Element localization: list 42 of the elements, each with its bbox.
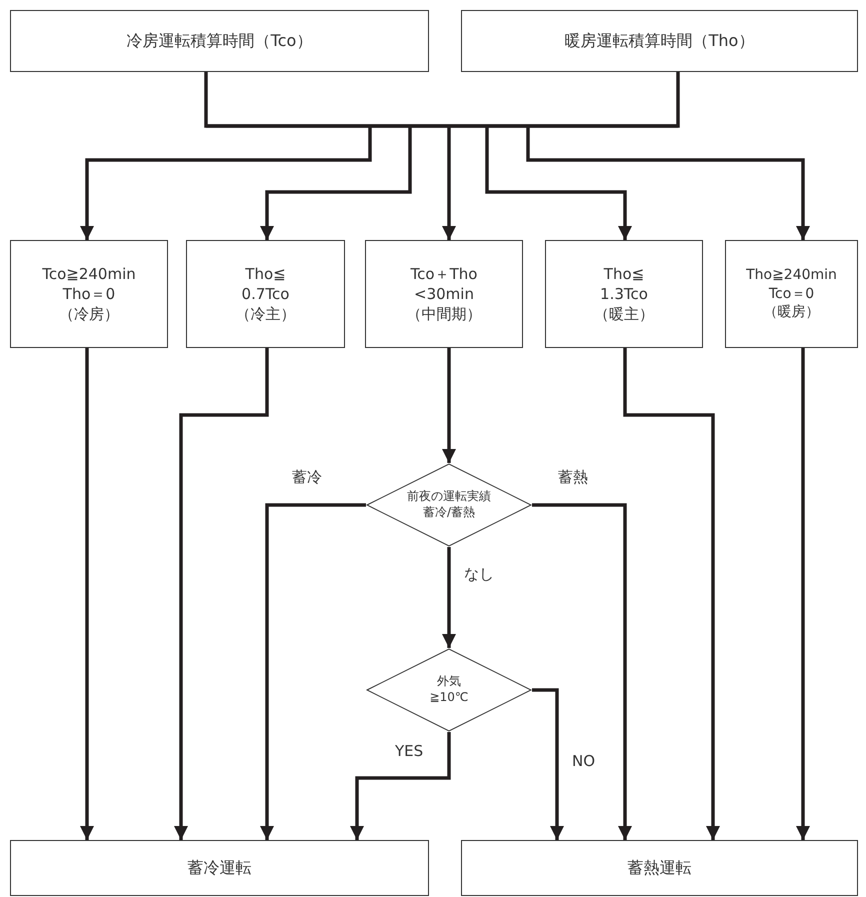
box-text: 冷房運転積算時間（Tco）	[126, 30, 312, 52]
process-box	[461, 840, 858, 896]
connector-arrow	[623, 348, 720, 840]
connector-arrow	[174, 348, 269, 840]
connector-arrow	[260, 126, 412, 240]
edge-label: 蓄冷	[290, 468, 324, 487]
process-box	[461, 10, 858, 72]
box-text: Tho≦ 1.3Tco	[599, 264, 649, 304]
connector-arrow	[80, 126, 372, 240]
box-text: （冷主）	[236, 304, 296, 324]
connector-arrow	[442, 348, 456, 463]
process-box	[186, 240, 345, 348]
connector-arrow	[526, 126, 810, 240]
box-text: （暖主）	[594, 304, 654, 324]
process-box	[545, 240, 703, 348]
process-box	[10, 10, 429, 72]
process-box	[725, 240, 858, 348]
connector-arrow	[796, 348, 810, 840]
connector-arrow	[485, 126, 632, 240]
connector-arrow	[442, 547, 456, 648]
connector-arrow	[532, 503, 632, 840]
box-text: Tho≦ 0.7Tco	[240, 264, 290, 304]
box-text: Tco≧240min Tho＝0	[41, 264, 137, 304]
connector-arrow	[260, 503, 366, 840]
connector-arrow	[532, 688, 564, 840]
box-text: 蓄冷運転	[188, 857, 252, 879]
box-text: （暖房）	[764, 303, 820, 322]
box-text: 暖房運転積算時間（Tho）	[564, 30, 754, 52]
connector-arrow	[350, 732, 451, 840]
box-text: （中間期）	[406, 304, 482, 324]
edge-label: 蓄熱	[556, 468, 590, 487]
box-text: 蓄熱運転	[628, 857, 692, 879]
connector-arrow	[80, 348, 94, 840]
process-box	[10, 240, 168, 348]
connector-arrow	[442, 126, 456, 240]
decision-text: 外気 ≧10℃	[428, 674, 470, 706]
box-text: Tco＋Tho <30min	[410, 264, 478, 304]
box-text: Tho≧240min Tco＝0	[745, 266, 838, 304]
process-box	[10, 840, 429, 896]
process-box	[365, 240, 523, 348]
decision-text: 前夜の運転実績蓄冷/蓄熱	[406, 489, 492, 521]
box-text: （冷房）	[59, 304, 119, 324]
